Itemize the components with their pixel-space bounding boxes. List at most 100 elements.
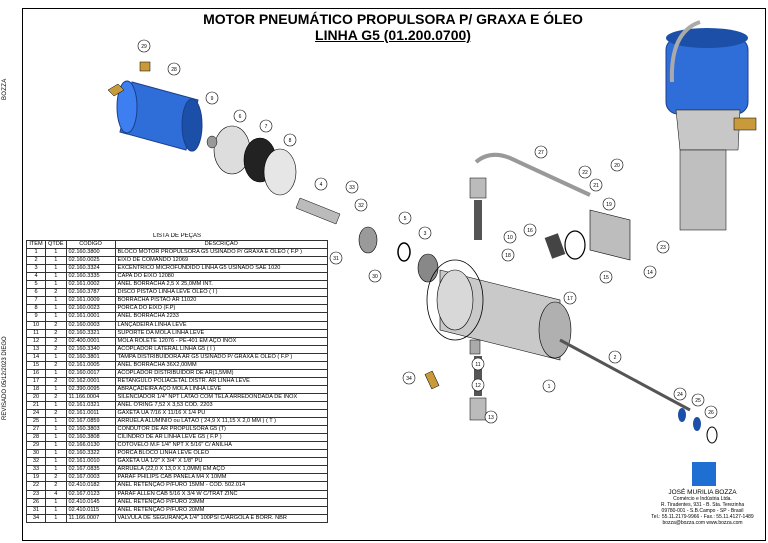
title-line-2: LINHA G5 (01.200.0700) [315, 27, 471, 43]
svg-text:2: 2 [614, 355, 617, 361]
item-cell: 9 [26, 312, 46, 322]
company-line-4: Tel.: 55.11.2179-9966 - Fax.: 55.11.4127… [651, 514, 754, 520]
svg-text:17: 17 [567, 296, 573, 302]
balloon-14: 14 [643, 265, 657, 279]
description-cell: PARAF ALLEN CAB 5/16 X 3/4 W C/TRAT ZINC [114, 489, 329, 499]
description-cell: TAMPA DISTRIBUIDORA AR G5 USINADO P/ GRA… [114, 352, 329, 362]
code-cell: 02.410.0182 [65, 481, 116, 491]
description-cell: EIXO DE COMANDO 12069 [114, 256, 329, 266]
item-balloons: 1 2 3 4 5 6 7 8 9 10 11 12 13 14 15 16 1… [137, 39, 718, 424]
balloon-4: 4 [314, 177, 328, 191]
qty-cell: 1 [45, 248, 67, 258]
item-cell: 12 [26, 336, 46, 346]
lateral-couplers [469, 177, 487, 421]
description-cell: BORRACHA PISTAO AR 11020 [114, 296, 329, 306]
col-item: ITEM [26, 240, 46, 250]
qty-cell: 1 [45, 400, 67, 411]
item-cell: 31 [26, 505, 46, 515]
balloon-28: 28 [167, 62, 181, 76]
item-cell: 6 [26, 288, 46, 298]
drawing-title: MOTOR PNEUMÁTICO PROPULSORA P/ GRAXA E Ó… [23, 11, 763, 43]
item-cell: 27 [26, 425, 46, 435]
balloon-26: 26 [704, 405, 718, 419]
item-cell: 3 [26, 264, 46, 274]
item-cell: 25 [26, 417, 46, 427]
item-cell: 14 [26, 352, 46, 362]
elbow-fitting-part [107, 61, 151, 97]
code-cell: 02.160.0003 [65, 320, 116, 330]
parts-list-caption: LISTA DE PEÇAS [153, 233, 201, 239]
description-cell: ANEL BORRACHA 36X2,00MM [114, 360, 329, 370]
description-cell: ARRUELA (22,0 X 13,0 X 1,0MM) EM AÇO [114, 465, 329, 475]
code-cell: 02.160.3787 [65, 288, 116, 298]
code-cell: 02.161.0002 [65, 280, 116, 290]
code-cell: 02.161.0001 [65, 312, 116, 322]
code-cell: 02.410.0115 [65, 505, 116, 515]
svg-text:32: 32 [358, 203, 364, 209]
svg-text:3: 3 [424, 231, 427, 237]
qty-cell: 2 [45, 344, 67, 354]
code-cell: 02.160.3801 [65, 352, 116, 362]
balloon-33: 33 [345, 180, 359, 194]
col-qty: QTDE [45, 240, 67, 250]
qty-cell: 1 [45, 465, 67, 475]
qty-cell: 1 [45, 497, 67, 507]
qty-cell: 1 [45, 433, 67, 443]
balloon-20: 20 [610, 158, 624, 172]
balloon-23: 23 [656, 240, 670, 254]
svg-text:33: 33 [349, 185, 355, 191]
code-cell: 02.390.0095 [65, 384, 116, 394]
balloon-17: 17 [563, 291, 577, 305]
description-cell: SILENCIADOR 1/4" NPT LATAO COM TELA ARRE… [114, 392, 329, 402]
bozza-logo-icon [692, 462, 716, 486]
description-cell: RETANGULO POLIACETAL DISTR. AR LINHA LEV… [114, 376, 329, 386]
balloon-27: 27 [534, 145, 548, 159]
code-cell: 02.161.0005 [65, 360, 116, 370]
qty-cell: 2 [45, 288, 67, 298]
balloon-8: 8 [283, 133, 297, 147]
item-cell: 5 [26, 280, 46, 290]
qty-cell: 1 [45, 449, 67, 459]
qty-cell: 2 [45, 392, 67, 402]
code-cell: 02.161.0011 [65, 409, 116, 419]
balloon-11: 11 [471, 357, 485, 371]
item-cell: 19 [26, 473, 46, 483]
svg-text:18: 18 [505, 253, 511, 259]
balloon-21: 21 [589, 178, 603, 192]
balloon-31: 31 [329, 251, 343, 265]
code-cell: 02.167.0003 [65, 473, 116, 483]
balloon-19: 19 [602, 197, 616, 211]
code-cell: 02.160.3335 [65, 272, 116, 282]
qty-cell: 1 [45, 384, 67, 394]
company-block: JOSÉ MURILIA BOZZA Comércio e Indústria … [640, 489, 765, 526]
qty-cell: 1 [45, 304, 67, 314]
svg-text:14: 14 [647, 270, 653, 276]
balloon-15: 15 [599, 270, 613, 284]
svg-text:7: 7 [265, 124, 268, 130]
qty-cell: 2 [45, 320, 67, 330]
col-code: CODIGO [65, 240, 116, 250]
balloon-34: 34 [402, 371, 416, 385]
end-rings [678, 408, 718, 444]
company-line-2: R. Tiradentes, 931 - B. Sta. Terezinha [660, 502, 745, 508]
description-cell: PORCA BLOCO LINHA LEVE OLEO [114, 449, 329, 459]
balloon-22: 22 [578, 165, 592, 179]
qty-cell: 2 [45, 360, 67, 370]
safety-valve-part [424, 370, 440, 390]
qty-cell: 2 [45, 409, 67, 419]
description-cell: ANEL RETENÇÃO P/FURO 23MM [114, 497, 329, 507]
code-cell: 02.166.0130 [65, 441, 116, 451]
code-cell: 02.160.3800 [65, 248, 116, 258]
code-cell: 02.162.0001 [65, 376, 116, 386]
